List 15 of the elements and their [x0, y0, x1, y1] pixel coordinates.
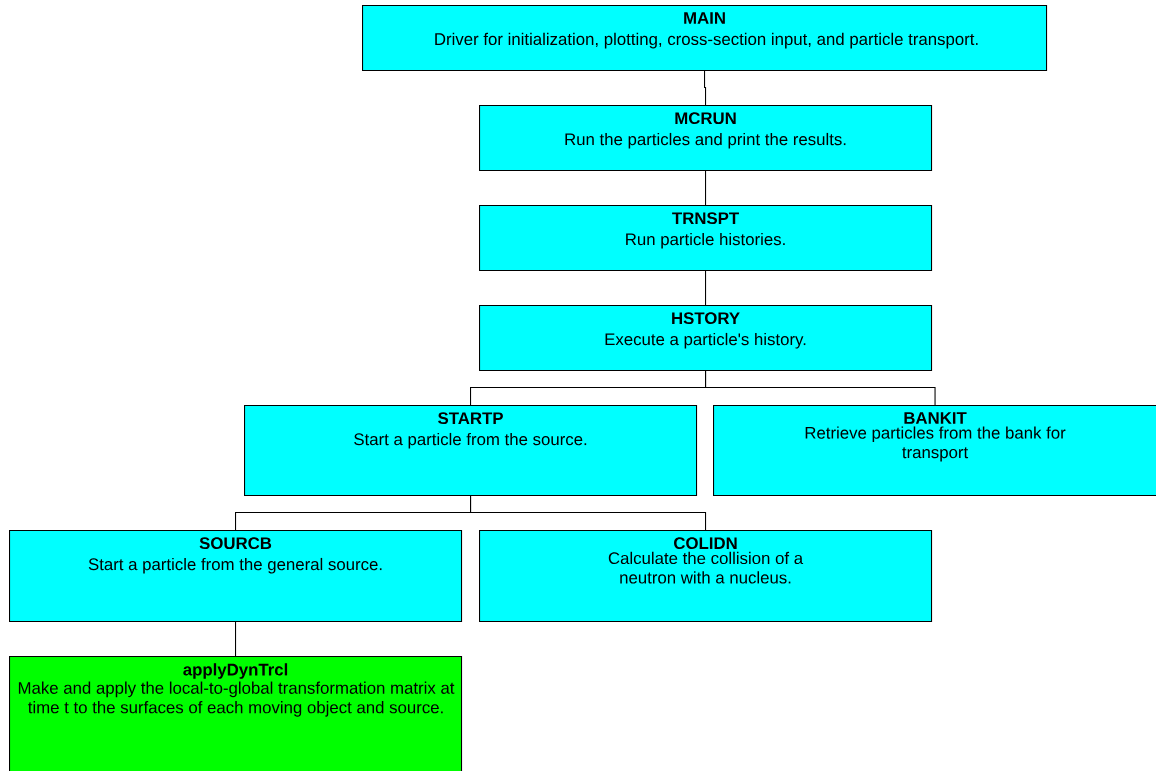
- process-box: SOURCB Start a particle from the general source.: [9, 530, 463, 623]
- process-box: HSTORY Execute a particle's history.: [479, 305, 933, 372]
- process-box: MCRUN Run the particles and print the results.: [479, 105, 933, 172]
- process-box: applyDynTrcl Make and apply the local-to-global transformation matrix at time t to the surfaces of each moving object and source.: [9, 656, 463, 771]
- process-box: COLIDN Calculate the collision of a neutron with a nucleus.: [479, 530, 933, 623]
- connector-line: [705, 370, 936, 406]
- connector-line: [235, 621, 237, 657]
- process-box: TRNSPT Run particle histories.: [479, 205, 933, 272]
- connector-line: [704, 70, 707, 106]
- process-box: STARTP Start a particle from the source.: [244, 405, 698, 497]
- connector-line: [705, 170, 707, 206]
- connector-line: [705, 270, 707, 306]
- connector-line: [470, 495, 707, 531]
- process-box: MAIN Driver for initialization, plotting, cross-section input, and particle transport.: [362, 5, 1048, 72]
- process-box: BANKIT Retrieve particles from the bank for transport: [713, 405, 1156, 497]
